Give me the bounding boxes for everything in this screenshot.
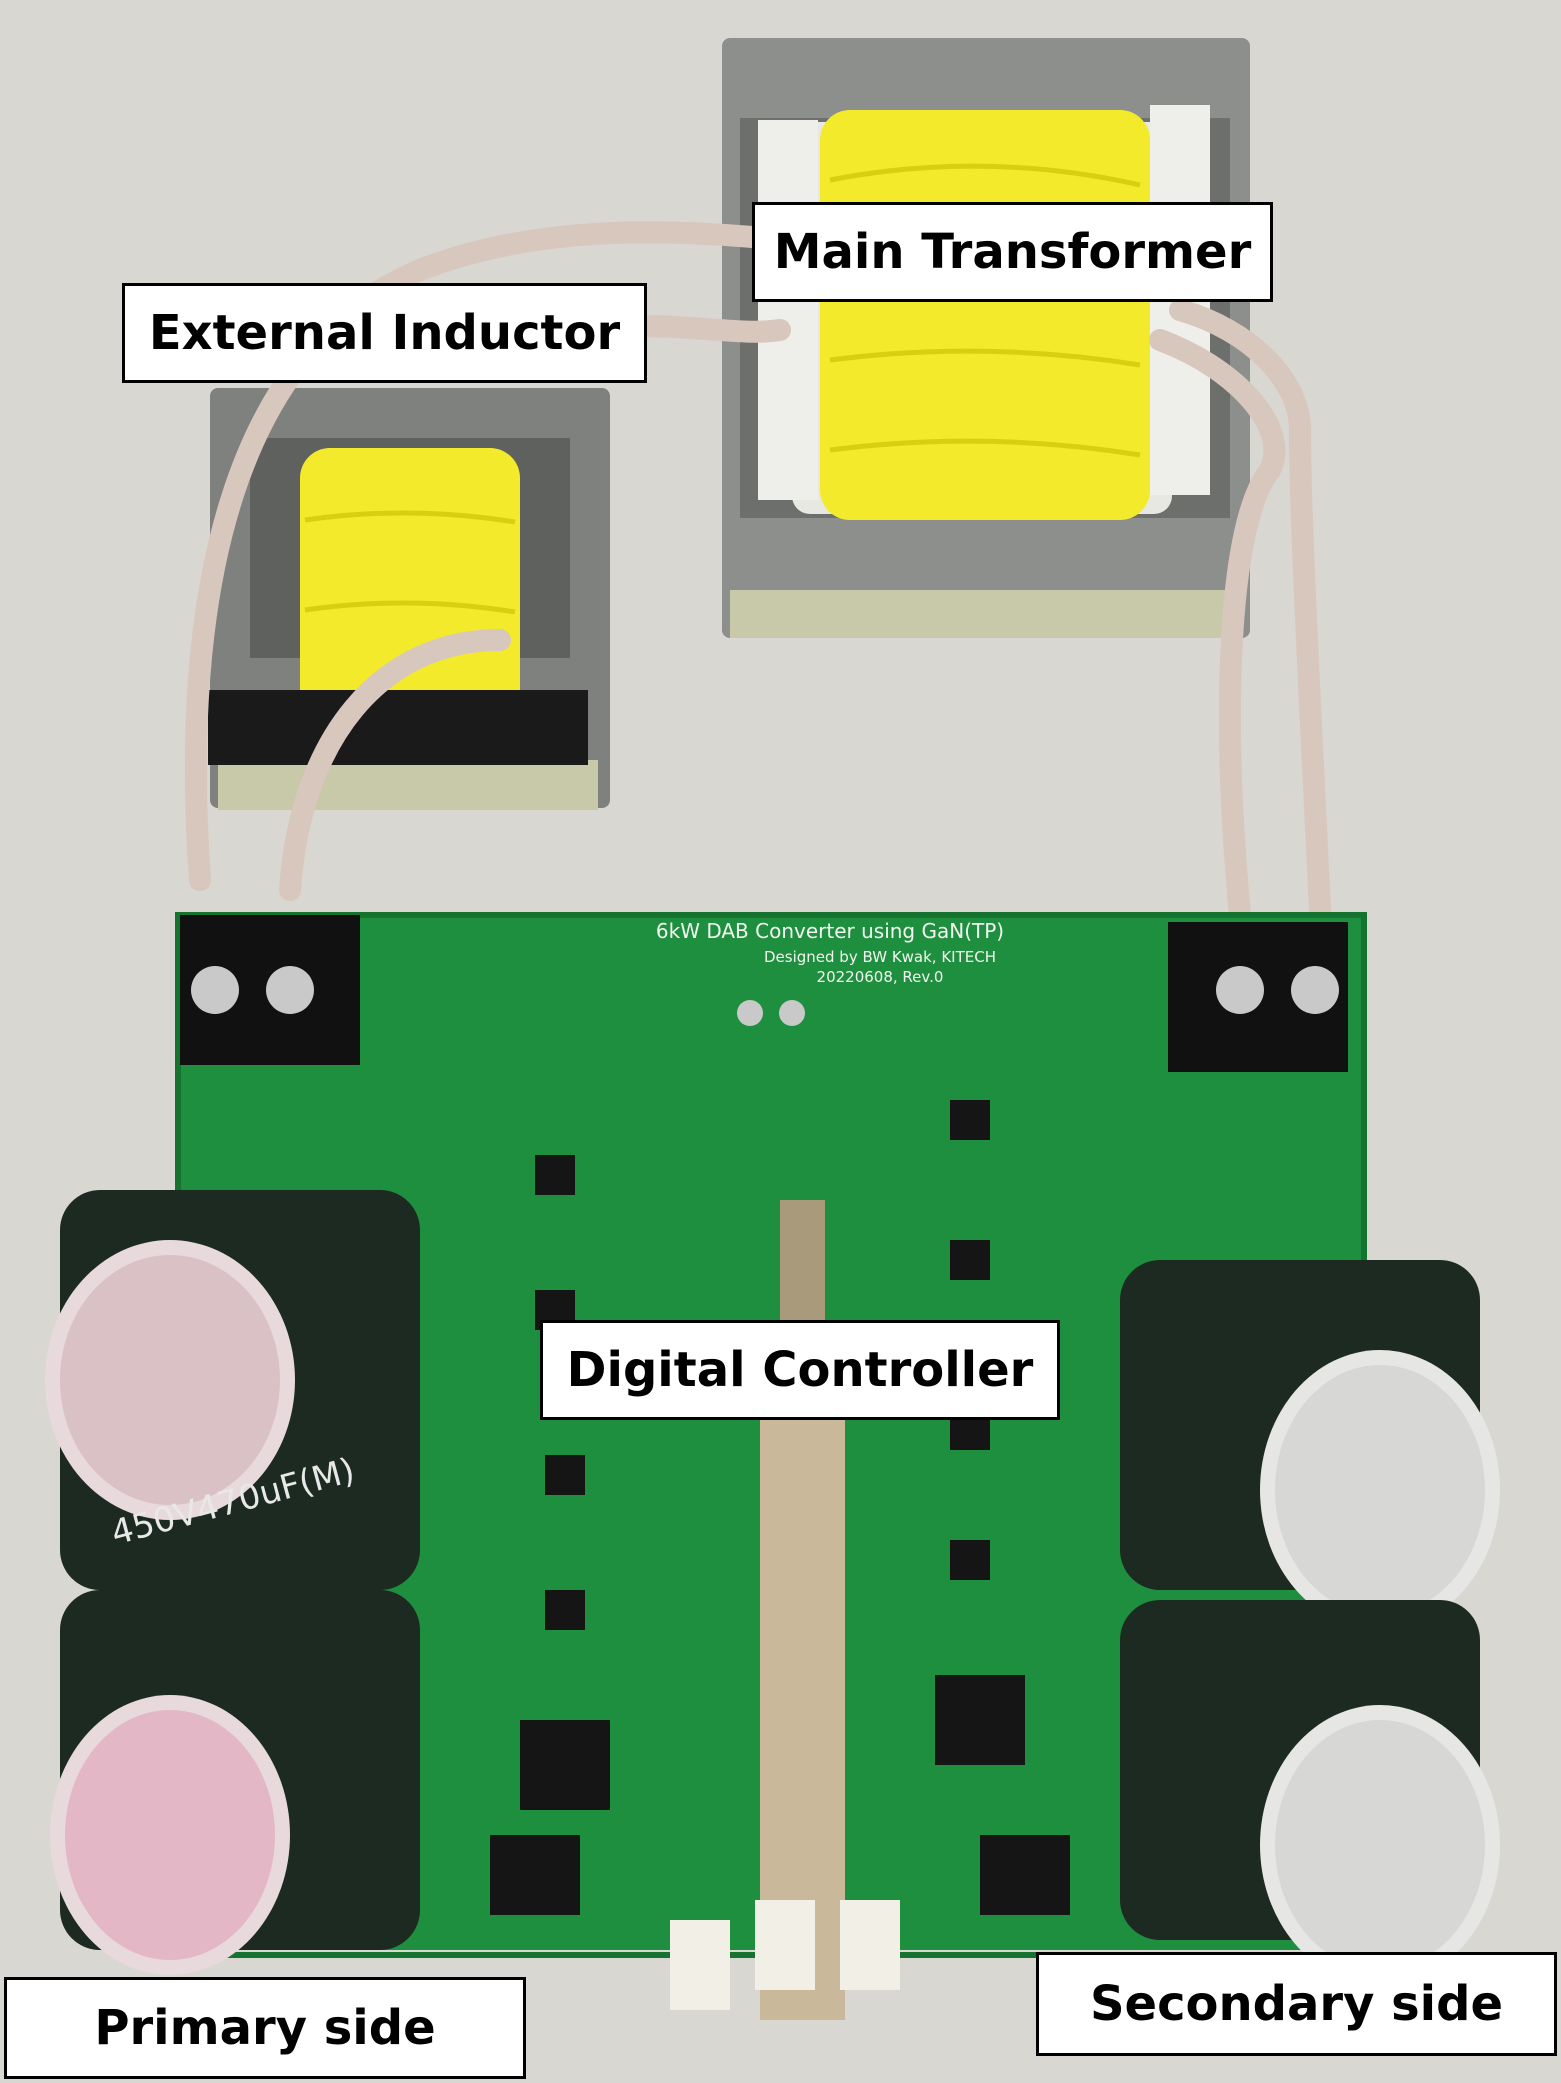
label-secondary-side: Secondary side — [1036, 1952, 1557, 2056]
pcb-board: 6kW DAB Converter using GaN(TP) Designed… — [175, 912, 1367, 2020]
pcb-designer: Designed by BW Kwak, KITECH — [764, 948, 996, 966]
pcb-revision: 20220608, Rev.0 — [817, 968, 944, 986]
label-primary-side: Primary side — [4, 1977, 526, 2079]
copper-wires — [184, 221, 1331, 926]
label-main-transformer: Main Transformer — [752, 202, 1273, 302]
label-external-inductor: External Inductor — [122, 283, 647, 383]
external-inductor — [208, 388, 610, 810]
label-digital-controller: Digital Controller — [540, 1320, 1060, 1420]
pcb-title: 6kW DAB Converter using GaN(TP) — [656, 919, 1004, 943]
capacitors: 450V470uF(M) — [45, 1190, 1500, 1985]
